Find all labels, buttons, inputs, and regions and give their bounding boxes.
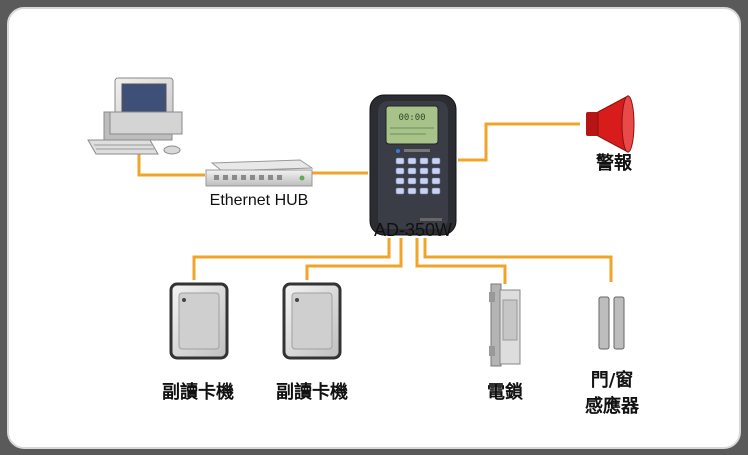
keypad	[395, 157, 441, 195]
controller-to-lock-line	[415, 238, 507, 284]
reader2-label: 副讀卡機	[276, 382, 348, 403]
reader1-icon	[169, 282, 229, 360]
sensor-label-line2: 感應器	[585, 396, 639, 417]
controller-to-alarm-line	[458, 122, 580, 162]
ethernet-hub-icon	[205, 159, 314, 187]
controller-to-sensor-line	[423, 238, 613, 282]
electric-lock-icon	[489, 283, 521, 367]
controller-screen-text: 00:00	[398, 113, 425, 123]
controller-label: AD-350W	[373, 220, 453, 240]
alarm-horn-icon	[586, 95, 635, 153]
lock-label: 電鎖	[487, 382, 523, 403]
controller-to-reader2-line	[305, 238, 403, 280]
pc-to-hub-line	[137, 152, 205, 177]
hub-label: Ethernet HUB	[209, 192, 309, 209]
connector-lines	[137, 122, 613, 284]
reader2-icon	[282, 282, 342, 360]
door-sensor-icon	[598, 296, 625, 350]
sensor-label-line1: 門/窗	[590, 370, 634, 391]
controller-to-reader1-line	[192, 238, 391, 280]
controller-device-icon: 00:00	[369, 94, 457, 236]
reader1-label: 副讀卡機	[162, 382, 234, 403]
alarm-label: 警報	[596, 153, 632, 174]
computer-icon	[87, 77, 183, 155]
